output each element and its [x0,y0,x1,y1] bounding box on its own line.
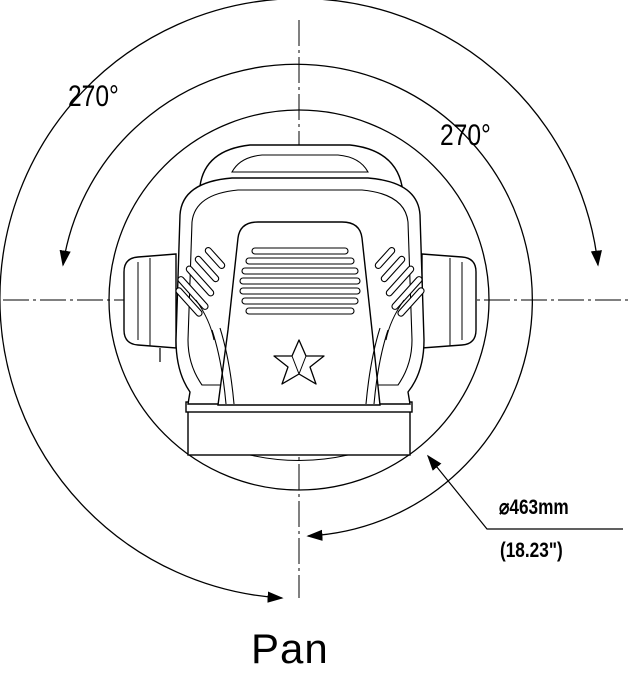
diameter-circle [108,109,490,491]
star-logo-icon [273,339,325,385]
right-vent-slots [374,247,425,317]
inner-angle-label: 270° [440,119,491,152]
diameter-leader-line [426,454,623,530]
diameter-inches-label: (18.23") [500,539,563,562]
diagram-title: Pan [251,625,329,672]
diameter-label: ⌀463mm [499,496,569,519]
moving-head-fixture [123,144,477,461]
outer-angle-label: 270° [68,80,119,113]
fixture-base [187,409,411,456]
vent-grille [239,247,361,315]
left-vent-slots [175,247,226,317]
inner-rotation-arc [59,63,533,541]
right-lens-housing [421,253,477,349]
